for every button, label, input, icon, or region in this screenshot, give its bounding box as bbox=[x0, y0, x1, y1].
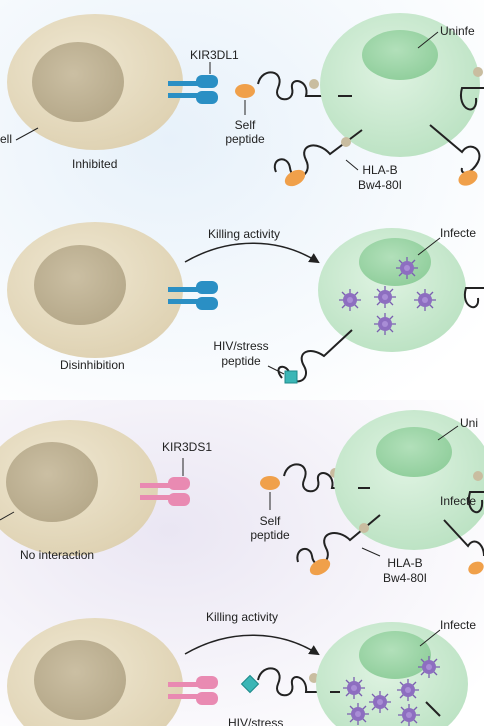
virus-particle bbox=[373, 312, 397, 336]
virus-particle bbox=[417, 655, 441, 679]
uninfected-pointer bbox=[417, 31, 439, 49]
kir3dl1-label: KIR3DL1 bbox=[190, 48, 239, 62]
self-peptide-b3 bbox=[468, 561, 484, 575]
killing-arrow-2 bbox=[184, 634, 320, 656]
kir3dl1-receptor-free bbox=[168, 281, 218, 310]
infected-pointer-2 bbox=[419, 629, 441, 647]
self-peptide-label-b-line2: peptide bbox=[250, 528, 290, 542]
hla-b-molecule bbox=[257, 71, 338, 101]
killing-activity-label-2: Killing activity bbox=[206, 610, 279, 624]
stress-peptide-b bbox=[240, 674, 260, 694]
stress-peptide-pointer bbox=[267, 365, 285, 375]
hla-b-molecule-edge-2 bbox=[463, 287, 484, 309]
hla-b-stress-complex bbox=[277, 329, 353, 383]
virus-particle bbox=[397, 703, 421, 726]
hla-b-stress-complex-b bbox=[257, 667, 330, 697]
hla-b-label-line1: HLA-B bbox=[362, 163, 398, 177]
nk-cell-inhibited bbox=[7, 14, 183, 150]
target-cell-infected-2 bbox=[316, 622, 468, 726]
virus-particle bbox=[368, 690, 392, 714]
virus-particle bbox=[413, 288, 437, 312]
self-peptide-b bbox=[260, 476, 280, 490]
b2m-dot-2 bbox=[341, 137, 351, 147]
kir3dl1-receptor bbox=[168, 75, 218, 104]
kir3ds1-label: KIR3DS1 bbox=[162, 440, 213, 454]
hla-b-label-line2: Bw4-80I bbox=[357, 178, 403, 192]
self-peptide-2 bbox=[284, 169, 306, 187]
stress-peptide-label-line2: peptide bbox=[221, 354, 261, 368]
hla-pointer-b bbox=[361, 547, 381, 557]
self-peptide-b2 bbox=[309, 558, 331, 576]
self-peptide bbox=[235, 84, 255, 98]
uninfected-cell-label: Uninfe bbox=[440, 24, 475, 38]
nk-cell-disinhibited bbox=[7, 222, 183, 358]
killing-arrow bbox=[184, 242, 320, 264]
disinhibition-label: Disinhibition bbox=[60, 358, 125, 372]
uninfected-pointer-2 bbox=[437, 425, 459, 441]
stress-peptide bbox=[284, 370, 298, 384]
target-cell-uninfected bbox=[320, 13, 480, 157]
virus-particle bbox=[342, 676, 366, 700]
no-interaction-label: No interaction bbox=[20, 548, 95, 562]
hla-b-molecule-edge bbox=[459, 87, 484, 111]
hla-b-label-b-line1: HLA-B bbox=[387, 556, 423, 570]
kir3ds1-receptor-bound bbox=[168, 676, 218, 705]
hla-b-molecule-b bbox=[283, 463, 358, 493]
b2m-dot-edge bbox=[473, 67, 483, 77]
nk-cell-activated bbox=[7, 618, 183, 726]
virus-particle bbox=[395, 256, 419, 280]
hla-pointer bbox=[345, 159, 359, 171]
hla-b-label-b-line2: Bw4-80I bbox=[382, 571, 428, 585]
inhibited-label: Inhibited bbox=[72, 157, 118, 171]
infected-cell-label-3: Infecte bbox=[440, 618, 477, 632]
nk-cell-partial-label: ell bbox=[0, 132, 13, 146]
b2m-dot-b2 bbox=[359, 523, 369, 533]
b2m-dot bbox=[309, 79, 319, 89]
virus-particle bbox=[346, 702, 370, 726]
uninfected-cell-label-2: Uni bbox=[460, 416, 479, 430]
self-peptide-3 bbox=[458, 170, 478, 186]
self-peptide-label-line1: Self bbox=[234, 118, 256, 132]
nk-cell-pointer-line-2 bbox=[0, 511, 15, 521]
self-peptide-label-line2: peptide bbox=[225, 132, 265, 146]
infected-cell-label: Infecte bbox=[440, 226, 477, 240]
infected-pointer bbox=[417, 237, 441, 256]
infected-cell-label-2: Infecte bbox=[440, 494, 477, 508]
self-peptide-label-b-line1: Self bbox=[259, 514, 281, 528]
target-cell-uninfected-2 bbox=[334, 410, 484, 550]
nk-cell-no-interaction bbox=[0, 420, 158, 556]
hla-b-molecule-c2 bbox=[425, 701, 441, 717]
killing-activity-label: Killing activity bbox=[208, 227, 281, 241]
stress-peptide-label-b: HIV/stress bbox=[228, 716, 284, 726]
kir3ds1-receptor bbox=[140, 477, 190, 506]
stress-peptide-label-line1: HIV/stress bbox=[213, 339, 269, 353]
nk-cell-pointer-line bbox=[15, 127, 39, 141]
virus-particle bbox=[338, 288, 362, 312]
virus-particle bbox=[396, 678, 420, 702]
b2m-dot-edge-b bbox=[473, 471, 483, 481]
hla-b-molecule-edge-b bbox=[467, 491, 484, 514]
virus-particle bbox=[373, 285, 397, 309]
